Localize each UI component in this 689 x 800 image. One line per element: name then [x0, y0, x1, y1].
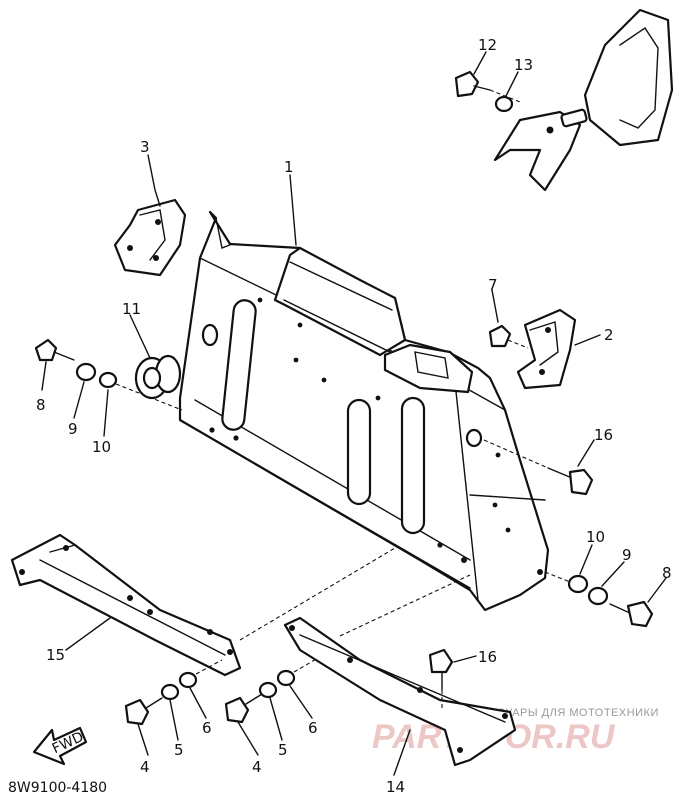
bolt-part-16-upper [483, 439, 594, 496]
callout-9b: 9 [622, 546, 632, 564]
callout-9a: 9 [68, 420, 78, 438]
bracket-part-3 [113, 198, 187, 277]
callout-4b: 4 [252, 758, 262, 776]
callout-10b: 10 [586, 528, 605, 546]
main-frame-part-1 [178, 210, 550, 612]
lower-fastener-set-b [224, 657, 319, 724]
callout-2: 2 [604, 326, 614, 344]
bolt-part-16-lower [428, 648, 454, 710]
callout-5b: 5 [278, 741, 288, 759]
bracket-part-14 [283, 574, 517, 767]
grab-handle [493, 8, 674, 192]
callout-16b: 16 [478, 648, 497, 666]
callout-1: 1 [284, 158, 294, 176]
right-fastener-set [544, 571, 654, 628]
leader-lines [41, 51, 667, 776]
callout-16a: 16 [594, 426, 613, 444]
bracket-part-15 [10, 533, 396, 677]
callout-15: 15 [46, 646, 65, 664]
callout-13: 13 [514, 56, 533, 74]
nut-part-13 [494, 95, 514, 113]
callout-8b: 8 [662, 564, 672, 582]
callout-4a: 4 [140, 758, 150, 776]
callout-labels: 1 2 3 4 4 5 5 6 6 7 8 8 9 9 10 10 11 12 … [36, 36, 672, 796]
callout-3: 3 [140, 138, 150, 156]
callout-8a: 8 [36, 396, 46, 414]
callout-12: 12 [478, 36, 497, 54]
diagram-code: 8W9100-4180 [8, 780, 107, 796]
callout-6b: 6 [308, 719, 318, 737]
fwd-arrow-icon: FWD [32, 726, 88, 766]
callout-6a: 6 [202, 719, 212, 737]
lower-fastener-set-a [124, 659, 223, 726]
callout-14: 14 [386, 778, 405, 796]
grommet-part-11 [134, 354, 182, 400]
callout-7: 7 [488, 276, 498, 294]
left-fastener-set [34, 338, 183, 411]
nut-part-7 [488, 324, 529, 349]
callout-5a: 5 [174, 741, 184, 759]
fwd-label: FWD [50, 729, 86, 757]
bracket-part-2 [516, 308, 577, 390]
callout-11: 11 [122, 300, 141, 318]
callout-10a: 10 [92, 438, 111, 456]
